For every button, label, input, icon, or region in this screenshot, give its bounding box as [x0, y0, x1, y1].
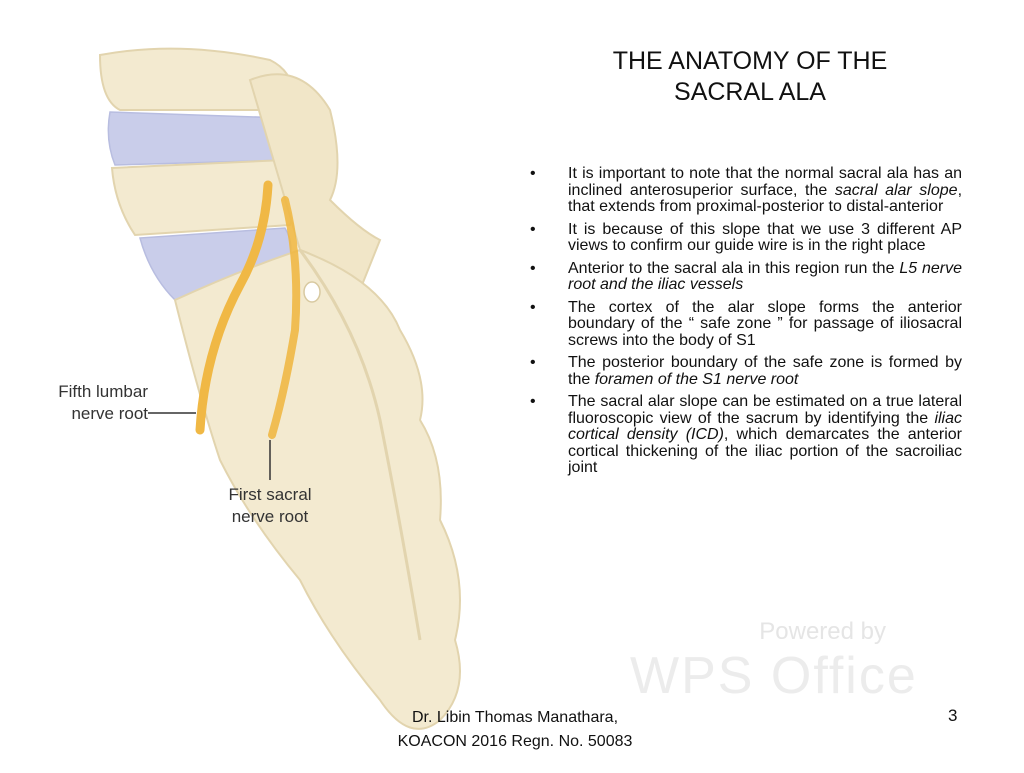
bullet-item: • Anterior to the sacral ala in this reg…	[530, 259, 962, 294]
bullet-text: The posterior boundary of the safe zone …	[568, 354, 962, 388]
label-fifth-line1: Fifth lumbar	[58, 382, 148, 401]
label-first-line2: nerve root	[231, 507, 309, 526]
bullet-emphasis: foramen of the S1 nerve root	[594, 370, 799, 388]
bullet-dot: •	[530, 354, 536, 371]
watermark-powered-text: Powered by	[759, 618, 886, 645]
wps-watermark: Powered by WPS Office	[630, 618, 960, 708]
slide-title: THE ANATOMY OF THE SACRAL ALA	[560, 46, 940, 108]
bullet-item: • It is important to note that the norma…	[530, 165, 963, 216]
page-number: 3	[948, 706, 958, 725]
bullet-text: , which demarcates the anterior cortical…	[568, 426, 963, 476]
bullet-emphasis: sacral alar slope	[834, 181, 958, 199]
label-fifth-lumbar: Fifth lumbar nerve root	[30, 381, 148, 425]
bullet-emphasis: iliac cortical density (ICD)	[568, 409, 962, 443]
bullet-list: • It is important to note that the norma…	[530, 165, 963, 483]
s1-foramen	[303, 281, 321, 303]
bullet-text: The cortex of the alar slope forms the a…	[568, 298, 962, 349]
upper-vertebra	[98, 47, 294, 111]
sacrum-figure	[98, 47, 461, 730]
sacrum	[173, 248, 461, 730]
bullet-item: • The cortex of the alar slope forms the…	[530, 298, 962, 350]
title-line2: SACRAL ALA	[674, 78, 826, 106]
bullet-emphasis: L5 nerve root and the iliac vessels	[568, 259, 962, 293]
bullet-text: It is important to note that the normal …	[568, 165, 962, 199]
fifth-lumbar-nerve-root	[195, 180, 273, 435]
bullet-text: , that extends from proximal-posterior t…	[568, 181, 963, 215]
footer-line1: Dr. Libin Thomas Manathara,	[411, 709, 619, 726]
bullet-text: Anterior to the sacral ala in this regio…	[568, 259, 900, 277]
first-sacral-nerve-root	[268, 196, 301, 439]
bullet-dot: •	[530, 165, 536, 182]
bullet-dot: •	[530, 220, 536, 238]
sacral-ridge	[298, 249, 422, 641]
slide-footer: Dr. Libin Thomas Manathara, KOACON 2016 …	[350, 706, 680, 754]
footer-line2: KOACON 2016 Regn. No. 50083	[397, 733, 633, 750]
bullet-item: • It is because of this slope that we us…	[530, 220, 962, 255]
label-first-sacral: First sacral nerve root	[210, 484, 330, 528]
label-first-line1: First sacral	[228, 485, 312, 504]
label-fifth-line2: nerve root	[71, 404, 148, 423]
bullet-dot: •	[530, 259, 536, 277]
bullet-text: It is because of this slope that we use …	[568, 220, 962, 254]
watermark-logo: WPS Office	[630, 647, 918, 705]
bullet-dot: •	[530, 298, 536, 316]
title-line1: THE ANATOMY OF THE	[612, 47, 888, 75]
bullet-item: • The sacral alar slope can be estimated…	[530, 393, 963, 477]
bullet-dot: •	[530, 393, 536, 410]
bullet-text: The sacral alar slope can be estimated o…	[568, 393, 962, 427]
sacrum-illustration	[98, 47, 461, 730]
bullet-item: • The posterior boundary of the safe zon…	[530, 354, 962, 388]
